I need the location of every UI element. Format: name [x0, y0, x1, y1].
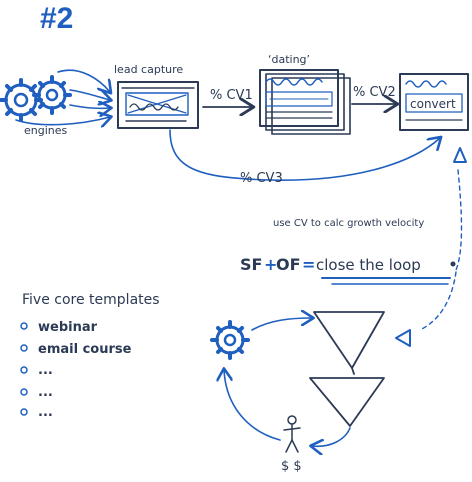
- formula: SF + OF = close the loop: [240, 255, 456, 285]
- engines-label: engines: [24, 124, 68, 137]
- gear-icon: [0, 78, 43, 122]
- cv1-label: % CV1: [210, 88, 253, 103]
- growth-note: use CV to calc growth velocity: [273, 218, 424, 229]
- arrow-icon: [251, 318, 312, 331]
- funnel-icon: [309, 377, 385, 427]
- list-item: ...: [38, 405, 53, 420]
- formula-plus: +: [264, 255, 277, 274]
- lead-capture-label: lead capture: [114, 63, 183, 76]
- arrow-icon: [224, 370, 281, 441]
- arrow-icon: [169, 129, 440, 181]
- list-item: email course: [38, 342, 132, 357]
- arrow-icon: [69, 105, 110, 108]
- document-icon: [117, 81, 199, 129]
- dashed-connector: [455, 169, 463, 271]
- dating-label: ‘dating’: [268, 53, 310, 66]
- arrow-icon: [69, 89, 110, 100]
- list-item: ...: [38, 363, 53, 378]
- arrow-icon: [395, 329, 411, 347]
- cv2-label: % CV2: [353, 85, 396, 100]
- formula-close-the-loop: close the loop: [316, 256, 421, 274]
- arrow-icon: [57, 69, 110, 92]
- document-icon: [399, 73, 469, 131]
- list-item: ...: [38, 385, 53, 400]
- dollars-label: $ $: [281, 459, 302, 474]
- loop-dot: [450, 261, 456, 267]
- dashed-connector: [419, 271, 457, 331]
- diagram-number: #2: [40, 2, 73, 35]
- gear-icon: [210, 320, 250, 360]
- bullet-icon: [20, 388, 28, 396]
- bullet-icon: [20, 408, 28, 416]
- gear-icon: [32, 75, 72, 115]
- templates-list: webinar email course ... ... ...: [20, 320, 132, 420]
- bullet-icon: [20, 322, 28, 330]
- convert-label: convert: [410, 97, 456, 111]
- formula-sf: SF: [240, 255, 262, 274]
- funnel-icon: [313, 311, 385, 375]
- templates-title: Five core templates: [22, 292, 160, 308]
- stick-figure-icon: [283, 415, 301, 453]
- arrow-icon: [312, 427, 351, 446]
- formula-of: OF: [276, 255, 301, 274]
- bullet-icon: [20, 344, 28, 352]
- cv3-label: % CV3: [240, 171, 283, 186]
- arrow-icon: [453, 147, 467, 163]
- arrow-icon: [15, 117, 110, 125]
- formula-equals: =: [302, 255, 315, 274]
- document-icon: [259, 69, 351, 135]
- list-item: webinar: [38, 320, 98, 335]
- bullet-icon: [20, 366, 28, 374]
